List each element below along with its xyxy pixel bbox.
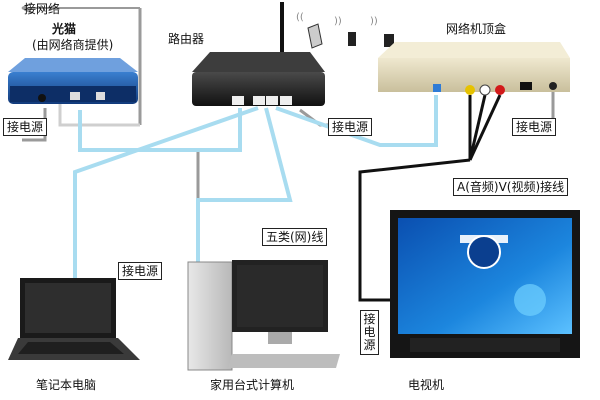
desktop-power-label: 接电源 bbox=[118, 262, 163, 280]
wireless-devices: (( )) )) bbox=[296, 12, 394, 49]
settop-box-device bbox=[378, 42, 570, 96]
modem-power-label: 接电源 bbox=[3, 118, 48, 136]
av-cable bbox=[358, 94, 502, 302]
modem-subtitle: (由网络商提供) bbox=[32, 38, 114, 52]
settop-box-label: 网络机顶盒 bbox=[446, 22, 507, 36]
router-power-label: 接电源 bbox=[328, 118, 373, 136]
settop-power-label: 接电源 bbox=[512, 118, 557, 136]
internet-label: 接网络 bbox=[24, 2, 61, 16]
laptop-label: 笔记本电脑 bbox=[36, 378, 97, 392]
router-device bbox=[192, 2, 325, 106]
desktop-label: 家用台式计算机 bbox=[210, 378, 295, 392]
modem-device bbox=[8, 58, 138, 104]
svg-text:)): )) bbox=[370, 16, 378, 27]
tv-power-label: 接电源 bbox=[360, 310, 379, 355]
network-cables bbox=[73, 95, 438, 280]
tv-label: 电视机 bbox=[408, 378, 445, 392]
desktop-device bbox=[187, 260, 340, 371]
laptop-device bbox=[8, 278, 140, 360]
modem-title: 光猫 bbox=[52, 22, 77, 36]
tv-device bbox=[390, 210, 580, 358]
router-label: 路由器 bbox=[168, 32, 205, 46]
svg-text:((: (( bbox=[296, 12, 304, 23]
av-cable-label: A(音频)V(视频)接线 bbox=[453, 178, 569, 196]
network-cable-label: 五类(网)线 bbox=[262, 228, 328, 246]
svg-text:)): )) bbox=[334, 16, 342, 27]
